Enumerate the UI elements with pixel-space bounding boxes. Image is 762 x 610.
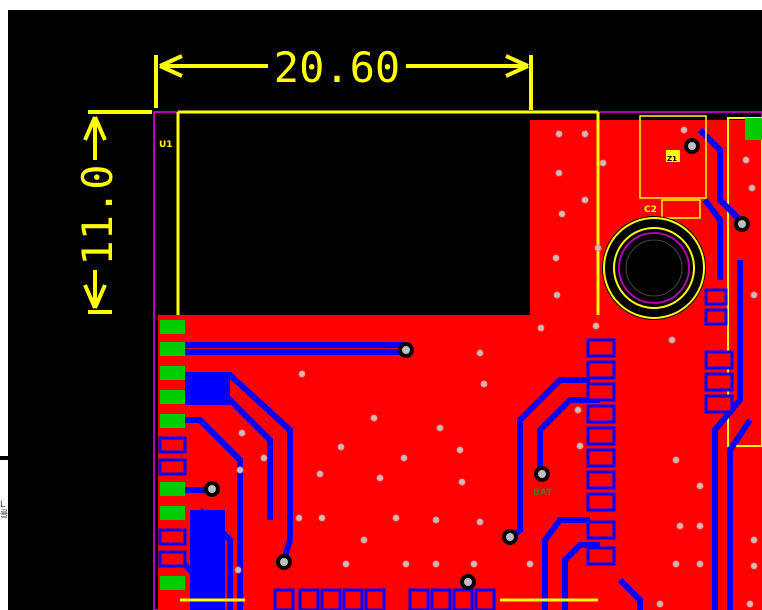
designator-z1: Z1: [667, 155, 677, 163]
through-vias: [204, 138, 750, 590]
designator-c2: C2: [644, 205, 657, 215]
designator-bat: BAT: [533, 488, 553, 498]
left-edge-marker: [0, 456, 8, 460]
dimension-vertical: [83, 110, 152, 314]
side-fragment-line1: L: [0, 500, 6, 510]
pads-bottom-row: [273, 588, 496, 610]
side-panel-fragment: L 를: [0, 500, 8, 520]
bottom-copper-block: [185, 375, 230, 405]
ic-pads-right: [704, 288, 734, 414]
component-outline-z1: [639, 115, 707, 199]
dimension-horizontal-label: 20.60: [274, 43, 400, 92]
vias: [234, 126, 758, 608]
side-fragment-line2: 를: [0, 510, 9, 520]
left-margin: [0, 0, 8, 610]
dimension-vertical-label: 11.0: [73, 164, 122, 265]
designator-u1: U1: [159, 140, 173, 150]
ic-pads-middle: [586, 338, 616, 566]
dimension-horizontal: [154, 54, 533, 110]
bottom-copper-block-2: [190, 510, 225, 610]
connector-pads-left: [158, 320, 187, 590]
pad-right-top: [745, 118, 762, 140]
pad-z1: [666, 150, 680, 162]
silkscreen-u1: [176, 110, 600, 602]
component-outline-c2: [661, 199, 701, 219]
